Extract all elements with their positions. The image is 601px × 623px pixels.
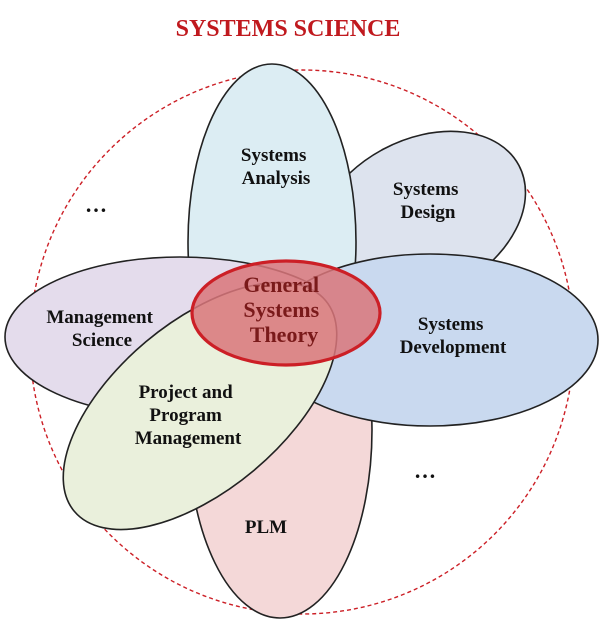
core-general-systems-theory [192,261,380,365]
ellipsis-lower-right: … [414,458,436,483]
label-management-science: Management Science [46,307,157,351]
label-systems-design: Systems Design [393,179,463,223]
core-outline [190,259,382,367]
label-project-program-management: Project and Program Management [135,382,242,449]
ellipsis-upper-left: … [85,192,107,217]
label-systems-development: Systems Development [400,314,507,358]
label-general-systems-theory: General Systems Theory [243,272,324,347]
diagram-title: SYSTEMS SCIENCE [176,16,401,42]
label-systems-analysis: Systems Analysis [241,145,311,189]
label-plm: PLM [245,517,287,538]
